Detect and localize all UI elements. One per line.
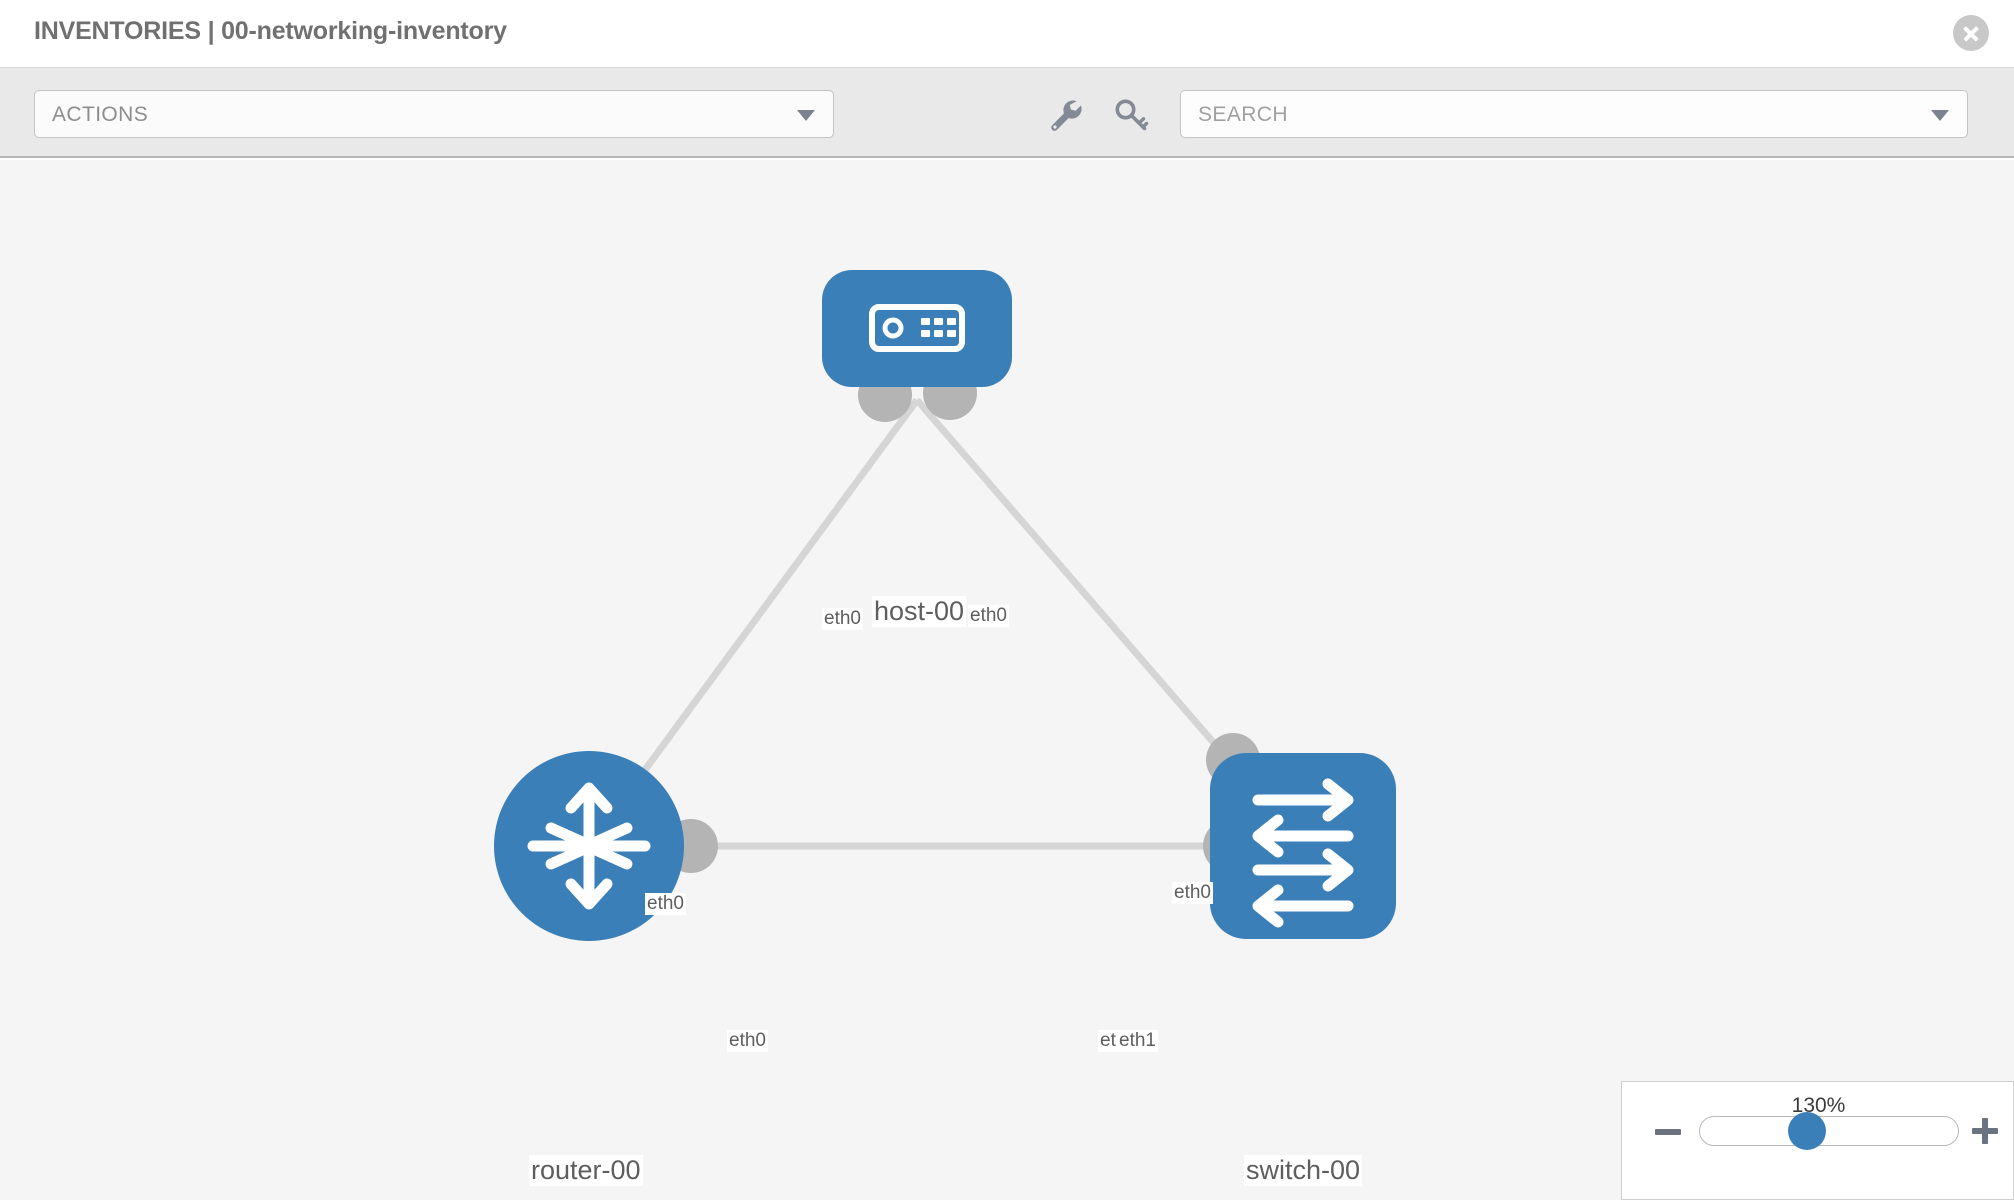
zoom-level-value: 130% — [1791, 1094, 1846, 1117]
search-placeholder: SEARCH — [1198, 103, 1288, 126]
switch-arrows-icon — [1252, 778, 1354, 928]
wrench-icon[interactable] — [1046, 96, 1084, 134]
node-router-00 — [494, 751, 684, 941]
node-switch-00 — [1210, 753, 1396, 939]
zoom-control-panel: 130% — [1621, 1081, 2014, 1200]
zoom-out-button[interactable] — [1655, 1129, 1681, 1135]
topology-canvas[interactable]: host-00 router-00 switch-00 eth0 eth0 et… — [0, 160, 2014, 1200]
node-label-host-00: host-00 — [872, 596, 967, 627]
zoom-slider-handle[interactable] — [1788, 1112, 1826, 1150]
actions-dropdown-label: ACTIONS — [52, 103, 149, 126]
interface-label: eth0 — [968, 605, 1009, 627]
interface-label: eth0 — [822, 608, 863, 630]
chevron-down-icon[interactable] — [1931, 110, 1949, 121]
interface-label: eth0 — [645, 893, 686, 915]
topology-graph — [494, 270, 1396, 941]
zoom-in-button[interactable] — [1972, 1118, 1998, 1144]
search-input[interactable]: SEARCH — [1180, 90, 1968, 138]
toolbar: ACTIONS SEARCH — [0, 68, 2014, 158]
node-label-switch-00: switch-00 — [1244, 1155, 1363, 1186]
chevron-down-icon — [797, 110, 815, 121]
interface-label: eth1 — [1117, 1030, 1158, 1052]
node-label-router-00: router-00 — [529, 1155, 643, 1186]
zoom-slider-track[interactable] — [1699, 1116, 1959, 1146]
actions-dropdown[interactable]: ACTIONS — [34, 90, 834, 138]
server-appliance-icon — [869, 304, 965, 352]
key-icon[interactable] — [1112, 96, 1150, 134]
router-four-arrows-icon — [527, 782, 651, 910]
page-title: INVENTORIES | 00-networking-inventory — [34, 17, 507, 45]
page-header: INVENTORIES | 00-networking-inventory — [0, 0, 2014, 68]
interface-label: eth0 — [1172, 882, 1213, 904]
interface-label: eth0 — [727, 1030, 768, 1052]
close-icon[interactable] — [1953, 15, 1989, 51]
node-host-00 — [822, 270, 1012, 387]
